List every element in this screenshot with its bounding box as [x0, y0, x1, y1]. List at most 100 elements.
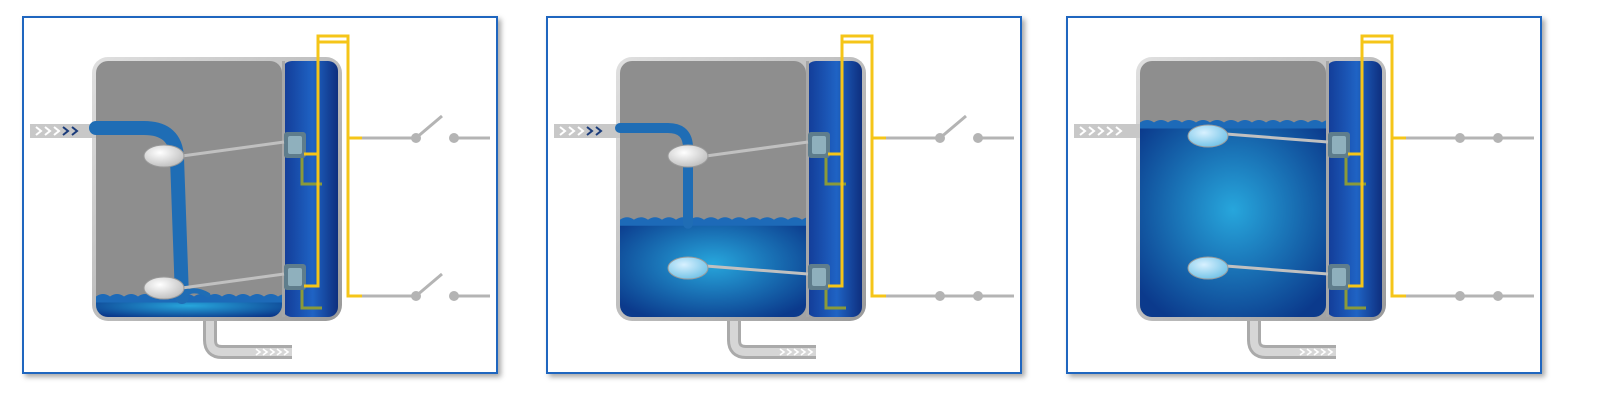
chevron-right-icon — [35, 126, 43, 136]
water-surface-wave — [1140, 119, 1326, 129]
chevron-right-icon — [1299, 348, 1306, 356]
ground-wire — [824, 158, 846, 186]
chevron-right-icon — [276, 348, 283, 356]
switch-blade-open — [415, 114, 443, 140]
chevron-right-icon — [1079, 126, 1087, 136]
sensor-housing-face — [1332, 268, 1346, 286]
outlet-pipe — [1247, 318, 1336, 359]
chevron-right-icon — [1327, 348, 1334, 356]
tank-diagram-svg — [554, 34, 1014, 359]
upper-signal-wire — [828, 34, 886, 156]
lower-float-sensor — [667, 256, 830, 290]
chevron-right-icon — [269, 348, 276, 356]
water-body — [620, 217, 806, 317]
float-arm — [1225, 264, 1329, 276]
chevron-right-icon — [559, 126, 567, 136]
upper-switch-icon — [362, 114, 490, 143]
chevron-right-icon — [1106, 126, 1114, 136]
sensor-housing-face — [812, 136, 826, 154]
chevron-right-icon — [807, 348, 814, 356]
chevron-right-icon — [1097, 126, 1105, 136]
chevron-right-icon — [1088, 126, 1096, 136]
chamber-divider — [1326, 61, 1329, 317]
chevron-right-icon — [577, 126, 585, 136]
diagram-panel-low-level — [22, 16, 498, 374]
chevron-right-icon — [586, 126, 594, 136]
upper-switch-icon — [886, 114, 1014, 143]
chevron-right-icon — [44, 126, 52, 136]
chevron-right-icon — [779, 348, 786, 356]
outlet-pipe — [727, 318, 816, 359]
water-body — [1140, 119, 1326, 317]
sensor-housing-face — [288, 136, 302, 154]
lower-switch-icon — [1406, 291, 1534, 301]
chevron-right-icon — [62, 126, 70, 136]
lower-signal-wire — [828, 40, 886, 298]
outlet-pipe-highlight — [206, 318, 292, 356]
chevron-right-icon — [1115, 126, 1123, 136]
float-chamber — [282, 61, 338, 317]
float-switch-icon — [1187, 256, 1229, 280]
chevron-right-icon — [568, 126, 576, 136]
water-surface-wave — [96, 294, 282, 303]
chevron-right-icon — [786, 348, 793, 356]
outlet-pipe-highlight — [730, 318, 816, 356]
float-switch-icon — [667, 144, 709, 168]
lower-float-sensor — [143, 264, 306, 300]
diagram-panel-mid-level — [546, 16, 1022, 374]
ground-wire — [1344, 290, 1366, 310]
chevron-right-icon — [1306, 348, 1313, 356]
float-arm — [181, 140, 285, 158]
lower-signal-wire — [304, 40, 362, 298]
chevron-right-icon — [800, 348, 807, 356]
chamber-divider — [282, 61, 285, 317]
lower-signal-wire — [1348, 40, 1406, 298]
float-switch-icon — [143, 144, 185, 168]
float-arm — [705, 264, 809, 276]
water-surface-wave — [620, 217, 806, 226]
diagram-panel-high-level — [1066, 16, 1542, 374]
outlet-pipe-highlight — [1250, 318, 1336, 356]
sensor-housing-face — [288, 268, 302, 286]
chevron-right-icon — [1320, 348, 1327, 356]
upper-signal-wire — [304, 34, 362, 156]
chevron-right-icon — [255, 348, 262, 356]
water-body — [96, 294, 282, 317]
float-chamber — [806, 61, 862, 317]
ground-wire — [824, 290, 846, 310]
chevron-right-icon — [71, 126, 79, 136]
ground-wire — [300, 290, 322, 310]
water-fill — [1140, 122, 1326, 317]
float-switch-icon — [143, 276, 185, 300]
float-switch-icon — [1187, 124, 1229, 148]
tank-diagram-svg — [1074, 34, 1534, 359]
upper-switch-icon — [1406, 133, 1534, 143]
lower-switch-icon — [886, 291, 1014, 301]
chevron-right-icon — [262, 348, 269, 356]
lower-switch-icon — [362, 272, 490, 301]
sensor-housing-face — [812, 268, 826, 286]
water-fill — [620, 219, 806, 317]
chamber-divider — [806, 61, 809, 317]
float-switch-icon — [667, 256, 709, 280]
upper-float-sensor — [143, 132, 306, 168]
switch-blade-open — [939, 114, 967, 140]
float-arm — [705, 140, 809, 158]
float-chamber — [1326, 61, 1382, 317]
ground-wire — [1344, 158, 1366, 186]
chevron-right-icon — [283, 348, 290, 356]
upper-float-sensor — [667, 132, 830, 168]
chevron-right-icon — [53, 126, 61, 136]
switch-blade-open — [415, 272, 443, 298]
tank-diagram-svg — [30, 34, 490, 359]
chevron-right-icon — [793, 348, 800, 356]
float-arm — [1225, 132, 1329, 144]
sensor-housing-face — [1332, 136, 1346, 154]
lower-float-sensor — [1187, 256, 1350, 290]
upper-signal-wire — [1348, 34, 1406, 156]
upper-float-sensor — [1187, 124, 1350, 158]
ground-wire — [300, 158, 322, 186]
chevron-right-icon — [595, 126, 603, 136]
float-arm — [181, 272, 285, 290]
outlet-pipe — [203, 318, 292, 359]
